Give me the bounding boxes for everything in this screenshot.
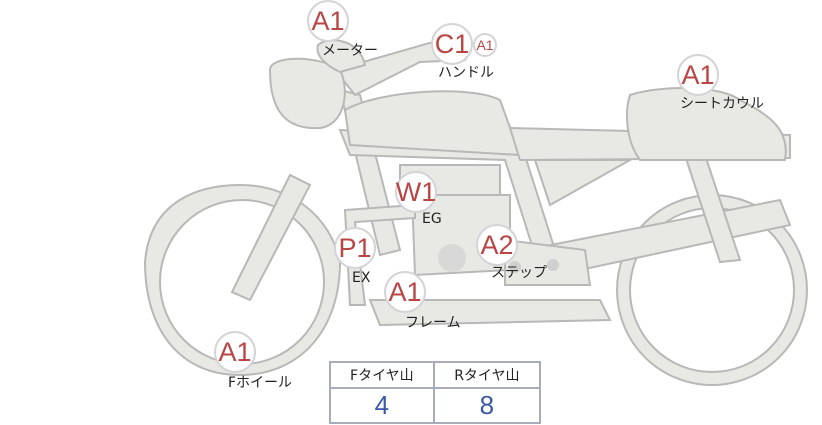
engine-label: EG bbox=[422, 211, 442, 227]
front-tire-header: Fタイヤ山 bbox=[329, 361, 435, 389]
headlight bbox=[268, 57, 346, 130]
rear-tire-value: 8 bbox=[432, 387, 542, 424]
frame-label: フレーム bbox=[405, 315, 461, 331]
front-wheel-label: Fホイール bbox=[228, 375, 293, 391]
fuel-tank bbox=[343, 90, 522, 157]
handle-label: ハンドル bbox=[438, 65, 494, 81]
front-fork bbox=[230, 173, 312, 302]
exhaust-grade-badge: P1 bbox=[334, 227, 376, 269]
front-wheel-grade-badge: A1 bbox=[214, 331, 256, 373]
engine-grade-badge: W1 bbox=[395, 171, 437, 213]
step-grade-badge: A2 bbox=[476, 224, 518, 266]
tire-tread-table: Fタイヤ山 Rタイヤ山 4 8 bbox=[329, 361, 542, 424]
meter-grade-badge: A1 bbox=[307, 0, 349, 42]
side-cover bbox=[533, 159, 634, 207]
meter-label: メーター bbox=[322, 43, 378, 59]
front-tire-value: 4 bbox=[329, 387, 435, 424]
seat-cowl-grade-badge: A1 bbox=[677, 54, 719, 96]
step-label: ステップ bbox=[491, 265, 547, 281]
handle-secondary-grade-badge: A1 bbox=[473, 33, 497, 57]
frame-grade-badge: A1 bbox=[384, 271, 426, 313]
exhaust-label: EX bbox=[352, 270, 371, 286]
frame-lower bbox=[368, 299, 612, 327]
handle-grade-badge: C1 bbox=[431, 23, 473, 65]
rear-tire-header: Rタイヤ山 bbox=[432, 361, 542, 389]
engine-case bbox=[504, 238, 592, 286]
seat-cowl-label: シートカウル bbox=[680, 96, 764, 112]
